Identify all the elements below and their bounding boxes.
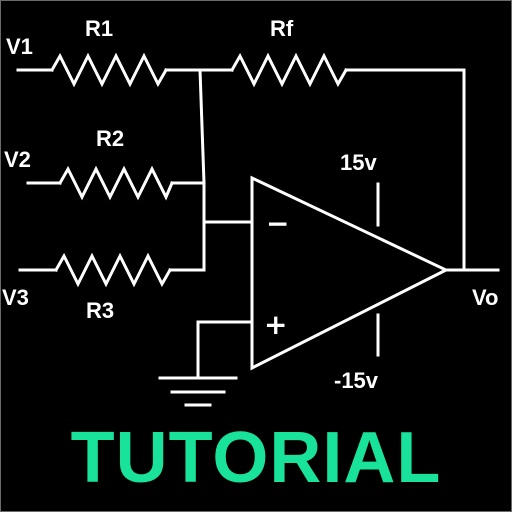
resistor-r2 bbox=[57, 165, 174, 201]
non-inverting-input-sign: + bbox=[264, 308, 287, 341]
feedback-wire bbox=[344, 68, 466, 272]
label-v2: V2 bbox=[4, 147, 31, 172]
op-amp-triangle bbox=[250, 175, 450, 371]
label-r1: R1 bbox=[85, 16, 113, 41]
label-positive-supply: 15v bbox=[340, 150, 377, 175]
label-r2: R2 bbox=[96, 126, 124, 151]
non-inverting-input-wire bbox=[196, 320, 254, 380]
label-negative-supply: -15v bbox=[334, 368, 379, 393]
inverting-input-sign: − bbox=[266, 207, 289, 240]
summing-junction-bus bbox=[198, 68, 206, 272]
resistor-r3 bbox=[53, 252, 173, 288]
ground-symbol bbox=[158, 376, 238, 407]
label-v3: V3 bbox=[2, 285, 29, 310]
resistor-rf bbox=[229, 52, 349, 88]
resistor-r1 bbox=[49, 52, 169, 88]
label-r3: R3 bbox=[86, 298, 114, 323]
label-v1: V1 bbox=[6, 34, 33, 59]
tutorial-banner: TUTORIAL bbox=[70, 418, 442, 498]
label-output: Vo bbox=[472, 285, 498, 310]
label-rf: Rf bbox=[270, 16, 294, 41]
